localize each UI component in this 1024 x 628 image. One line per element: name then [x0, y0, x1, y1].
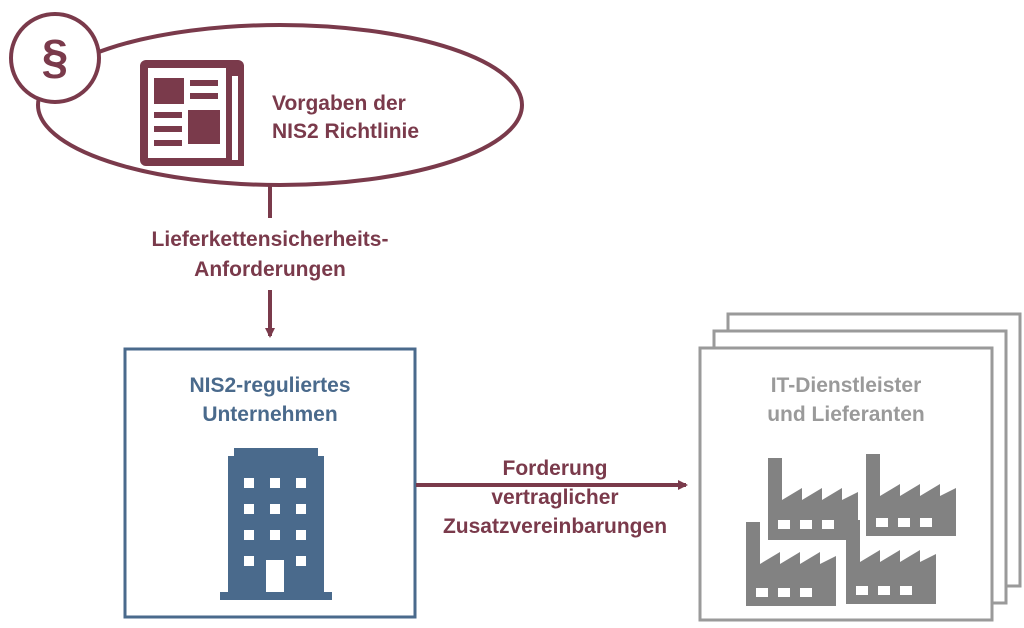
- supplier-title-line1: IT-Dienstleister: [770, 374, 922, 397]
- newspaper-icon: [140, 60, 244, 166]
- directive-title-line1: Vorgaben der: [272, 92, 406, 115]
- demand-label-line3: Zusatzvereinbarungen: [442, 515, 668, 538]
- company-title-line1: NIS2-reguliertes: [189, 374, 351, 397]
- directive-title-line2: NIS2 Richtlinie: [272, 120, 420, 143]
- requirements-label-line1: Lieferkettensicherheits-: [151, 228, 389, 251]
- demand-label-line1: Forderung: [502, 457, 608, 480]
- factory-icon: [746, 454, 956, 606]
- directive-ellipse: [36, 23, 524, 187]
- paragraph-symbol: §: [41, 31, 69, 84]
- company-title-line2: Unternehmen: [202, 403, 338, 426]
- supplier-title-line2: und Lieferanten: [767, 403, 925, 426]
- office-building-icon: [220, 448, 332, 600]
- paragraph-badge: [9, 12, 101, 104]
- demand-label-line2: vertraglicher: [491, 486, 619, 509]
- requirements-label-line2: Anforderungen: [194, 258, 346, 281]
